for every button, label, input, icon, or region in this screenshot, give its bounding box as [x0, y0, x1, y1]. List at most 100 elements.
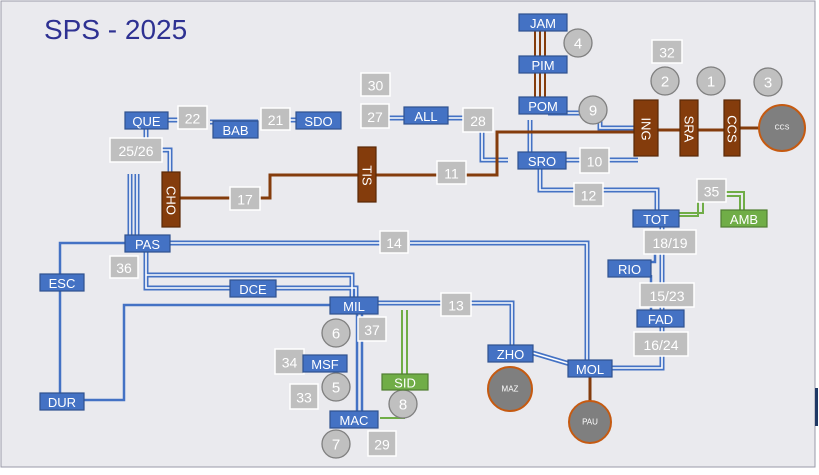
number-box-10: 10	[579, 147, 610, 174]
station-label: JAM	[530, 16, 556, 31]
number-box-label: 10	[587, 154, 603, 170]
number-box-27: 27	[360, 103, 390, 129]
station-tot: TOT	[632, 209, 680, 228]
number-circle-shape	[578, 95, 608, 125]
number-circle-label: 6	[332, 326, 340, 343]
station-dur: DUR	[39, 392, 85, 411]
number-box-29: 29	[367, 430, 397, 457]
green-station-shape	[381, 373, 429, 391]
number-circle-shape	[650, 66, 680, 96]
station-label: PAS	[135, 237, 160, 252]
brown-station-shape	[357, 146, 377, 203]
number-circle-shape	[321, 429, 351, 459]
station-sra: SRA	[679, 99, 699, 157]
number-circle-label: 1	[707, 74, 715, 91]
terminal-circle-shape	[487, 366, 533, 412]
number-box-label: 34	[282, 355, 298, 371]
terminal-circle-shape	[568, 400, 612, 444]
station-pim: PIM	[518, 55, 568, 74]
station-rio: RIO	[607, 259, 652, 278]
number-box-30: 30	[360, 72, 391, 97]
blue-station-shape	[212, 120, 259, 139]
number-box-label: 36	[116, 260, 132, 276]
number-box-shape	[357, 316, 387, 342]
station-ccs: CCS	[723, 99, 741, 157]
number-box-shape	[229, 186, 261, 211]
station-que: QUE	[124, 111, 169, 130]
station-label: MIL	[343, 299, 365, 314]
brown-station-shape	[161, 171, 181, 228]
station-label: POM	[528, 99, 558, 114]
number-circle-8: 8	[388, 389, 418, 419]
brown-station-shape	[723, 99, 741, 157]
station-label: ING	[639, 117, 654, 140]
number-circle-label: 9	[589, 103, 597, 120]
brown-station-shape	[679, 99, 699, 157]
blue-station-shape	[39, 392, 85, 411]
terminal-circle-ccs: CCS	[758, 104, 806, 152]
number-box-shape	[579, 147, 610, 174]
station-mac: MAC	[329, 410, 379, 429]
number-box-label: 25/26	[118, 143, 153, 159]
brown-station-shape	[633, 99, 659, 157]
blue-station-shape	[329, 296, 379, 315]
number-box-label: 22	[185, 111, 201, 127]
blue-station-shape	[403, 106, 449, 125]
number-box-22: 22	[177, 105, 208, 130]
station-label: CCS	[725, 115, 740, 143]
number-box-label: 17	[237, 192, 253, 208]
number-circle-5: 5	[321, 372, 351, 402]
station-cho: CHO	[161, 171, 181, 228]
station-mil: MIL	[329, 296, 379, 315]
station-mol: MOL	[567, 359, 613, 378]
number-box-label: 30	[368, 78, 384, 94]
station-fad: FAD	[636, 309, 685, 328]
number-box-32: 32	[651, 39, 683, 64]
station-dce: DCE	[229, 279, 277, 298]
station-msf: MSF	[302, 354, 348, 373]
number-box-shape	[360, 103, 390, 129]
number-box-label: 35	[704, 184, 720, 200]
number-circle-2: 2	[650, 66, 680, 96]
station-pas: PAS	[124, 234, 171, 253]
blue-station-shape	[229, 279, 277, 298]
number-circle-shape	[321, 372, 351, 402]
number-box-label: 21	[268, 112, 284, 128]
number-box-shape	[573, 182, 604, 207]
number-box-28: 28	[462, 107, 494, 133]
number-box-14: 14	[379, 230, 409, 254]
blue-station-shape	[518, 55, 568, 74]
number-box-label: 14	[386, 235, 402, 251]
number-box-18-19: 18/19	[643, 229, 697, 255]
station-zho: ZHO	[487, 344, 534, 363]
station-label: BAB	[222, 123, 248, 138]
number-box-36: 36	[109, 255, 139, 279]
number-box-label: 28	[470, 113, 486, 129]
station-label: DUR	[48, 395, 76, 410]
station-bab: BAB	[212, 120, 259, 139]
terminal-circle-label: PAU	[582, 418, 598, 427]
number-circle-9: 9	[578, 95, 608, 125]
number-box-shape	[643, 229, 697, 255]
blue-station-shape	[487, 344, 534, 363]
number-circle-label: 7	[332, 437, 340, 454]
number-circle-shape	[563, 28, 593, 58]
terminal-circle-shape	[758, 104, 806, 152]
number-circle-label: 4	[574, 36, 582, 53]
number-circle-label: 2	[661, 74, 669, 91]
number-circle-label: 5	[332, 380, 340, 397]
number-box-shape	[177, 105, 208, 130]
number-box-label: 13	[448, 298, 464, 314]
number-box-17: 17	[229, 186, 261, 211]
station-label: FAD	[648, 312, 673, 327]
blue-station-shape	[518, 96, 568, 115]
number-box-shape	[109, 255, 139, 279]
number-box-shape	[379, 230, 409, 254]
blue-station-shape	[607, 259, 652, 278]
number-box-label: 27	[367, 109, 383, 125]
station-label: DCE	[239, 282, 267, 297]
